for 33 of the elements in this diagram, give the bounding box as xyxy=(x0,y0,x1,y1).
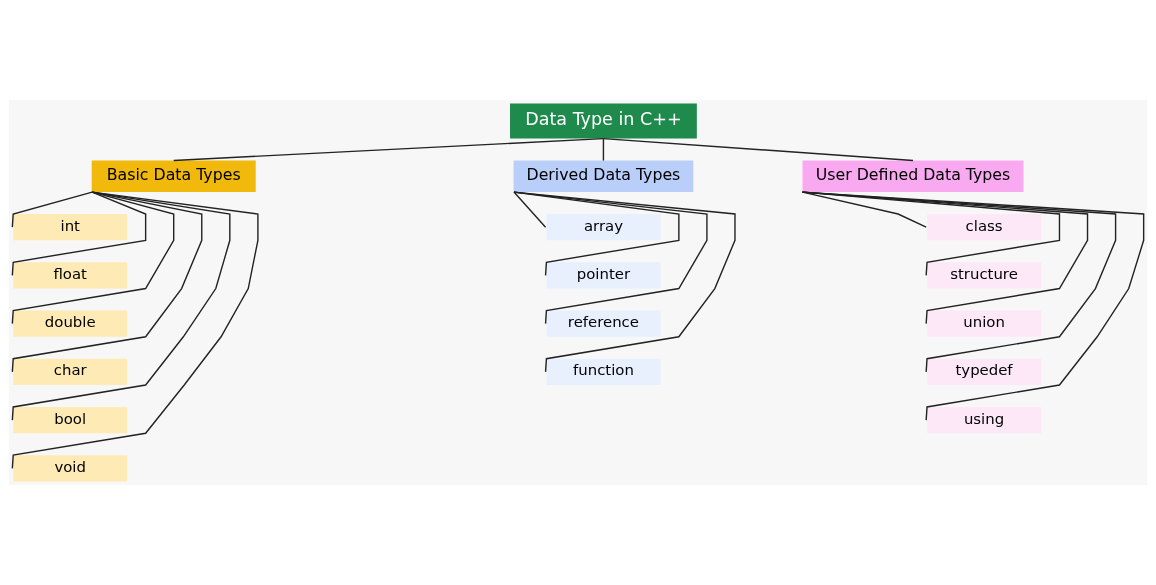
node-box: Derived Data Types xyxy=(513,160,694,193)
connector xyxy=(602,137,914,162)
connector xyxy=(513,191,547,228)
node-box: class xyxy=(927,214,1042,241)
node-box: pointer xyxy=(546,262,661,289)
node-box: Basic Data Types xyxy=(91,160,256,193)
connector xyxy=(11,191,175,325)
connector xyxy=(11,191,203,373)
node-box: void xyxy=(13,455,128,482)
connector xyxy=(602,137,605,162)
node-box: array xyxy=(546,214,661,241)
node-box: float xyxy=(13,262,128,289)
node-box: structure xyxy=(927,262,1042,289)
node-box: typedef xyxy=(927,358,1042,385)
connector xyxy=(173,137,605,162)
node-box: char xyxy=(13,358,128,385)
connector xyxy=(11,191,93,228)
connector xyxy=(513,191,736,373)
node-box: union xyxy=(927,310,1042,337)
node-box: User Defined Data Types xyxy=(802,160,1024,193)
connector xyxy=(513,191,708,325)
connector xyxy=(11,191,147,277)
node-box: double xyxy=(13,310,128,337)
node-box: Data Type in C++ xyxy=(510,103,697,139)
node-box: using xyxy=(927,406,1042,434)
connector xyxy=(11,191,231,421)
node-box: bool xyxy=(13,406,128,434)
node-box: reference xyxy=(546,310,661,337)
connector xyxy=(11,191,259,470)
node-box: int xyxy=(13,214,128,241)
node-box: function xyxy=(546,358,661,385)
connector xyxy=(513,191,680,277)
connector xyxy=(801,191,1145,421)
